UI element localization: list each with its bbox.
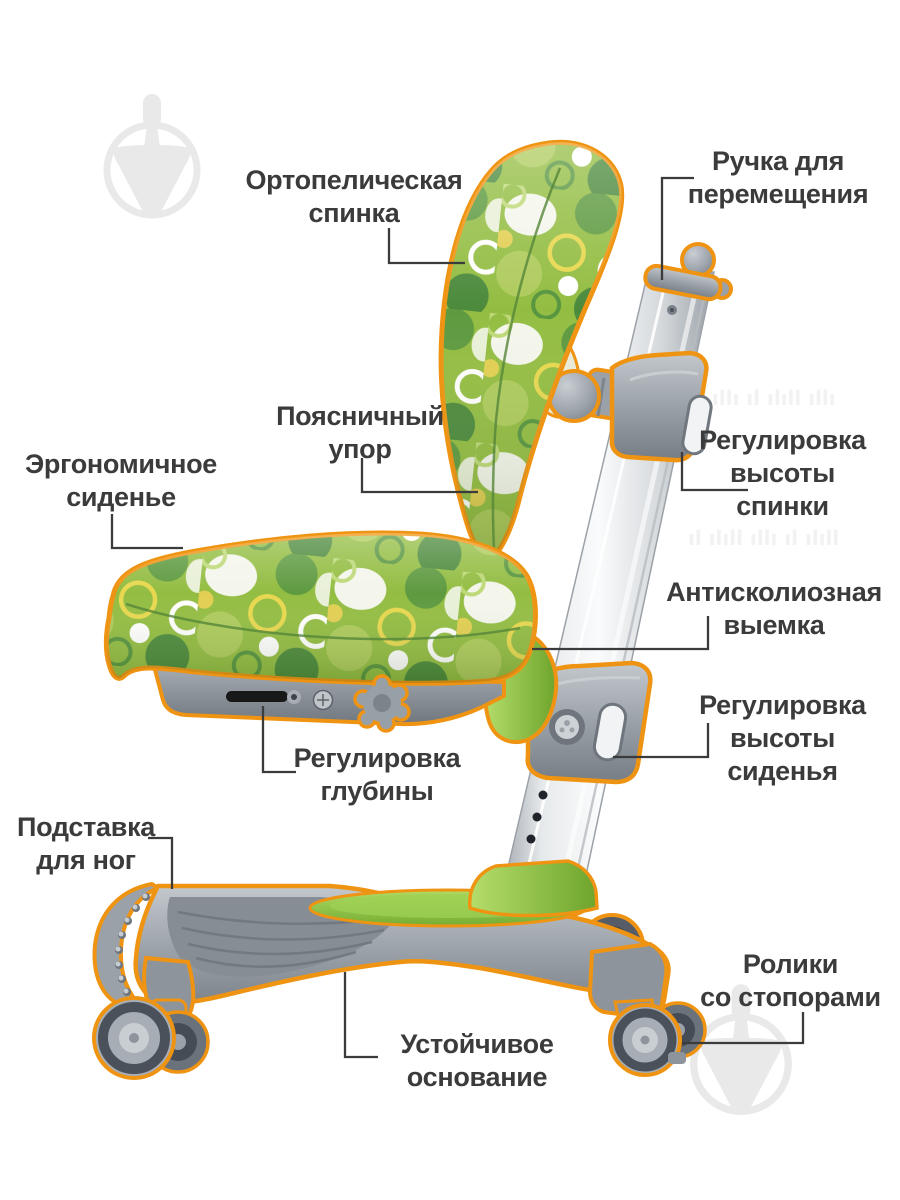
back-height-slot: [681, 394, 713, 456]
trowel-watermark-icon: [103, 94, 792, 1115]
label-seat-height: Регулировка высоты сиденья: [699, 690, 866, 786]
label-anti-scoliosis: Антисколиозная выемка: [666, 577, 882, 640]
wheel-stopper: [668, 1052, 686, 1064]
svg-text:ıl ılıll ıllı ıl ılıll: ıl ılıll ıllı ıl ılıll: [688, 526, 839, 550]
front-left-caster-wheel: [92, 996, 210, 1080]
depth-slot: [226, 691, 288, 702]
label-depth: Регулировка глубины: [293, 743, 461, 806]
label-base: Устойчивое основание: [400, 1029, 554, 1092]
seat-cushion: [103, 530, 538, 686]
depth-knob: [353, 674, 411, 733]
chair-base: [92, 882, 671, 1020]
label-footrest: Подставка для ног: [16, 812, 155, 875]
label-seat: Эргономичное сиденье: [25, 449, 217, 512]
carry-handle: [643, 242, 733, 302]
label-backrest: Ортопелическая спинка: [245, 165, 463, 228]
clamp-button: [555, 715, 579, 739]
seat-height-slot: [592, 702, 628, 762]
seat-height-clamp: [525, 660, 653, 785]
label-lumbar: Поясничный упор: [276, 401, 444, 464]
callout-lines: [110, 176, 805, 1059]
backrest-seam: [491, 167, 562, 549]
base-green-collar: [308, 859, 599, 928]
label-handle: Ручка для перемещения: [687, 146, 869, 209]
label-casters: Ролики со стопорами: [700, 949, 881, 1012]
label-back-height: Регулировка высоты спинки: [699, 425, 866, 521]
seat-seam: [125, 602, 521, 641]
